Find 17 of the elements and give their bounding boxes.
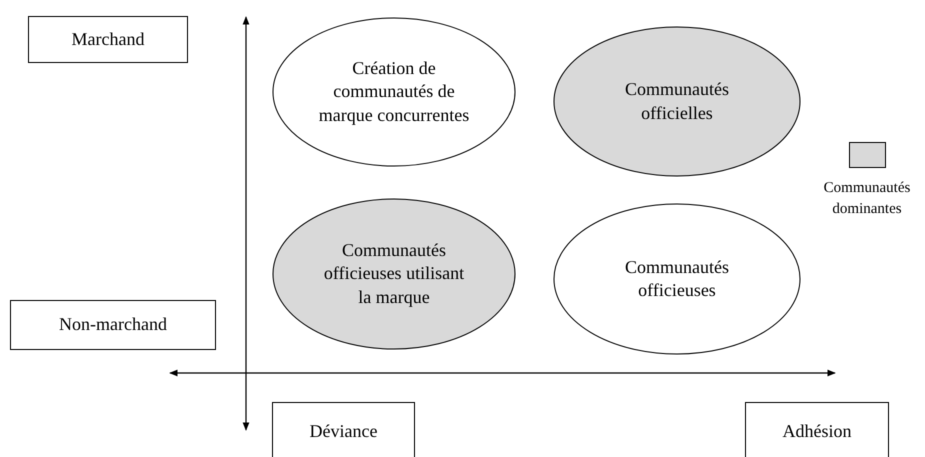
- node-text: Communautés officielles: [624, 78, 730, 124]
- axis-label-box: [10, 300, 216, 350]
- node-text: Non-marchand: [59, 313, 167, 336]
- category-ellipse: [553, 203, 801, 355]
- axis-label-box: [28, 16, 188, 63]
- category-ellipse: [553, 26, 801, 177]
- category-ellipse: [272, 198, 516, 350]
- node-text: Marchand: [72, 28, 144, 51]
- legend-label: Communautés dominantes: [822, 179, 912, 219]
- axis-label-box: [745, 402, 889, 457]
- category-ellipse: [272, 17, 516, 167]
- node-text: Communautés officieuses utilisant la marque: [322, 238, 466, 309]
- node-text: Adhésion: [782, 420, 852, 444]
- node-text: Déviance: [310, 420, 378, 444]
- node-text: Création de communautés de marque concurrentes: [318, 56, 470, 127]
- node-text: Communautés officieuses: [624, 256, 730, 302]
- axis-label-box: [272, 402, 415, 457]
